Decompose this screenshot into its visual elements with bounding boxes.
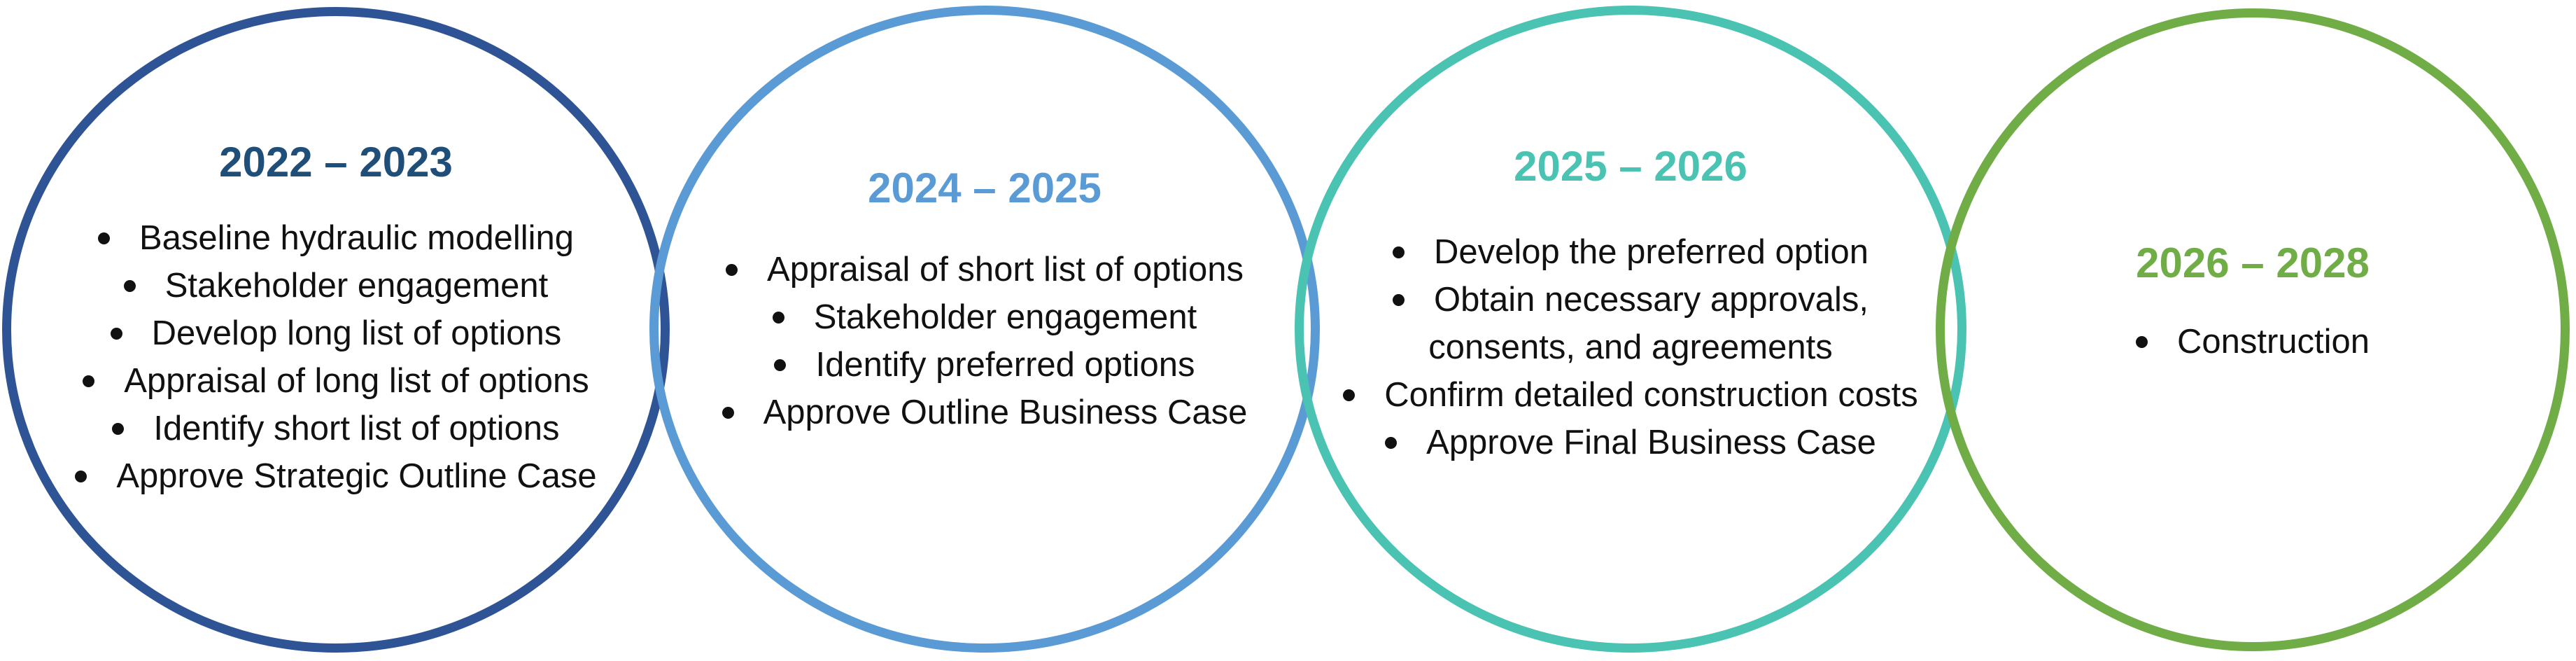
- phase-item-text: Approve Final Business Case: [1426, 424, 1876, 461]
- bullet-dot-icon: [110, 327, 122, 340]
- phase-content: 2022 – 2023 Baseline hydraulic modelling…: [11, 137, 661, 500]
- phase-item-text: Confirm detailed construction costs: [1384, 376, 1918, 414]
- phase-item: Confirm detailed construction costs: [1304, 371, 1957, 419]
- phase-item-text: Construction: [2176, 323, 2370, 361]
- phase-item-text: Approve Strategic Outline Case: [116, 457, 597, 495]
- phase-item: Obtain necessary approvals,: [1304, 276, 1957, 323]
- phase-content: 2026 – 2028 Construction: [1945, 237, 2561, 366]
- bullet-dot-icon: [1393, 293, 1405, 306]
- phase-item-text: Approve Outline Business Case: [763, 394, 1248, 431]
- bullet-dot-icon: [83, 375, 95, 387]
- phase-title: 2026 – 2028: [2136, 239, 2370, 286]
- phase-content: 2024 – 2025 Appraisal of short list of o…: [659, 162, 1311, 436]
- phase-title: 2024 – 2025: [868, 165, 1102, 211]
- phase-title: 2022 – 2023: [219, 139, 453, 186]
- bullet-dot-icon: [772, 311, 784, 323]
- phase-item: Identify preferred options: [659, 341, 1311, 389]
- phase-item: Appraisal of short list of options: [659, 246, 1311, 293]
- phase-circle-2026-2028: 2026 – 2028 Construction: [1936, 8, 2570, 651]
- phase-item: Appraisal of long list of options: [11, 357, 661, 405]
- bullet-dot-icon: [726, 263, 738, 276]
- phase-content: 2025 – 2026 Develop the preferred option…: [1304, 141, 1957, 466]
- phase-item-text: Stakeholder engagement: [813, 298, 1197, 336]
- phase-item-text: Develop the preferred option: [1433, 233, 1869, 271]
- phase-circle-2022-2023: 2022 – 2023 Baseline hydraulic modelling…: [2, 7, 670, 653]
- phase-item-text: Appraisal of long list of options: [124, 362, 589, 400]
- phase-item: Approve Strategic Outline Case: [11, 452, 661, 500]
- phase-item-list: Appraisal of short list of options Stake…: [659, 246, 1311, 436]
- phase-item: Construction: [1945, 318, 2561, 366]
- phase-circle-2024-2025: 2024 – 2025 Appraisal of short list of o…: [649, 6, 1320, 653]
- phase-item-list: Construction: [1945, 318, 2561, 366]
- phase-item-text: Develop long list of options: [151, 314, 562, 352]
- bullet-dot-icon: [1385, 436, 1398, 449]
- phase-item-list: Baseline hydraulic modelling Stakeholder…: [11, 214, 661, 500]
- phase-title: 2025 – 2026: [1514, 143, 1747, 190]
- phase-item: Approve Final Business Case: [1304, 419, 1957, 466]
- phase-item-list: Develop the preferred option Obtain nece…: [1304, 228, 1957, 466]
- phase-item-text: Identify preferred options: [815, 346, 1195, 384]
- phase-item-text: Baseline hydraulic modelling: [139, 219, 575, 257]
- phase-item: Approve Outline Business Case: [659, 389, 1311, 436]
- bullet-dot-icon: [112, 422, 125, 435]
- bullet-dot-icon: [1392, 246, 1405, 258]
- bullet-dot-icon: [1343, 389, 1356, 401]
- bullet-dot-icon: [722, 406, 734, 419]
- phase-circle-2025-2026: 2025 – 2026 Develop the preferred option…: [1295, 6, 1966, 653]
- phase-item-text: Identify short list of options: [153, 410, 560, 447]
- phase-item-continuation: consents, and agreements: [1304, 323, 1957, 371]
- bullet-dot-icon: [75, 470, 87, 482]
- phase-item-text: Appraisal of short list of options: [767, 251, 1244, 288]
- phase-item: Stakeholder engagement: [11, 262, 661, 309]
- phase-item: Baseline hydraulic modelling: [11, 214, 661, 262]
- bullet-dot-icon: [774, 359, 787, 371]
- phase-item-text: Obtain necessary approvals,: [1434, 281, 1868, 319]
- bullet-dot-icon: [97, 232, 110, 244]
- phase-item-text: Stakeholder engagement: [164, 267, 549, 305]
- phase-item: Develop long list of options: [11, 309, 661, 357]
- bullet-dot-icon: [2135, 335, 2148, 348]
- bullet-dot-icon: [123, 279, 136, 292]
- phase-item: Identify short list of options: [11, 405, 661, 452]
- phase-item-text: consents, and agreements: [1428, 328, 1833, 366]
- phase-item: Develop the preferred option: [1304, 228, 1957, 276]
- phase-item: Stakeholder engagement: [659, 293, 1311, 341]
